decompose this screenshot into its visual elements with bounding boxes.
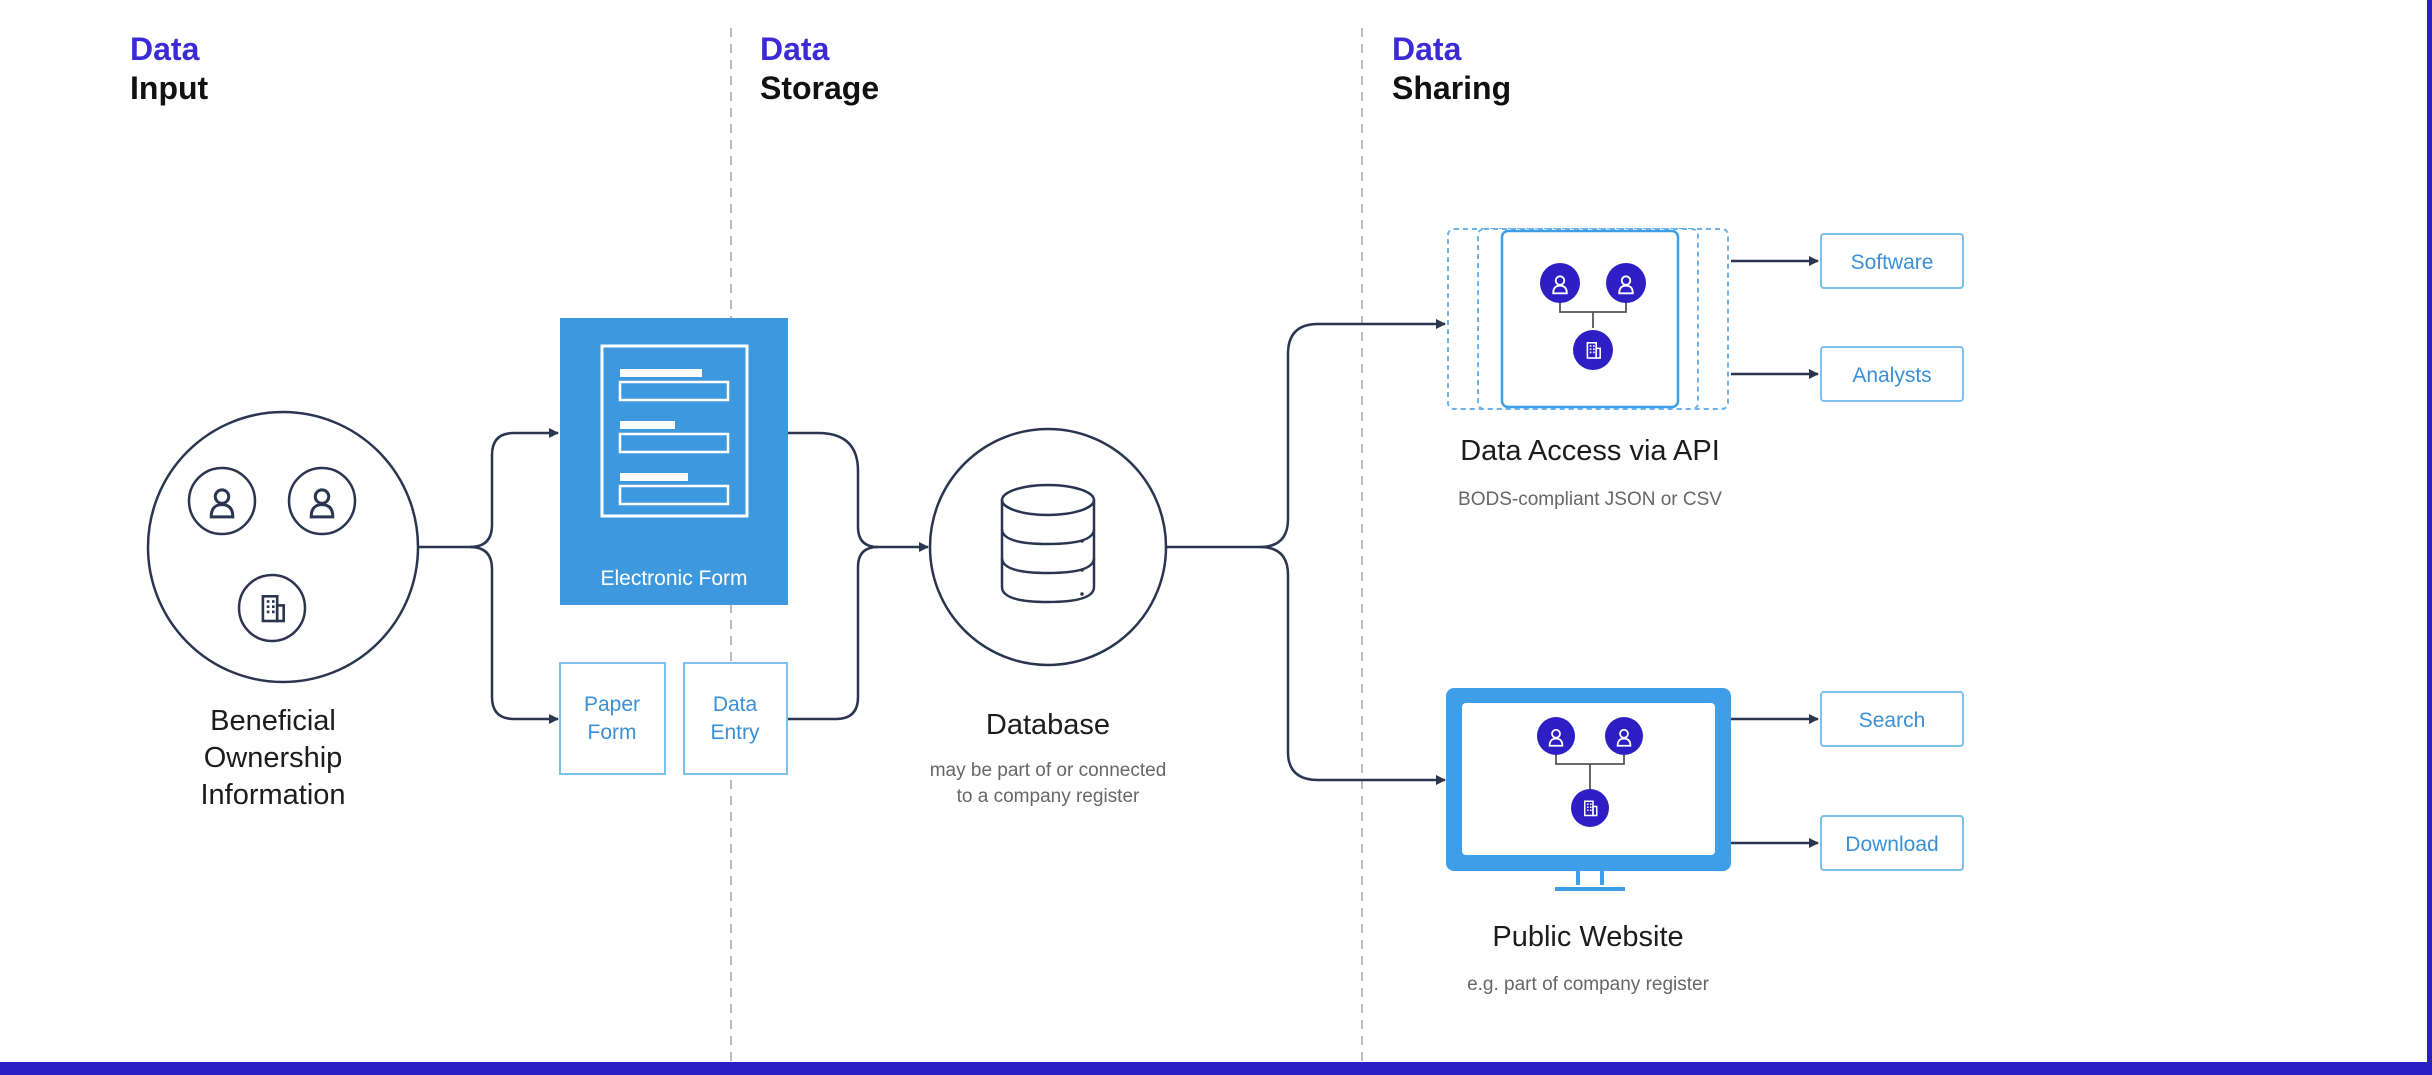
- connector-electronic-form-to-db: [778, 431, 929, 552]
- ownership-tree: [1555, 754, 1625, 790]
- output-box: [1820, 233, 1964, 289]
- building-icon: [237, 573, 307, 643]
- output-label: Software: [1851, 251, 1934, 274]
- monitor-stand: [1555, 871, 1625, 891]
- api-title: Data Access via API: [1460, 435, 1720, 467]
- connector-to-api: [1259, 319, 1446, 549]
- database-title: Database: [986, 709, 1110, 741]
- output-box: [1820, 346, 1964, 402]
- output-download: Download: [1820, 815, 1964, 871]
- paper-form-node: Paper Form: [559, 662, 666, 775]
- input-circle: [146, 410, 420, 684]
- output-box: [1820, 815, 1964, 871]
- paper-form-label-line-2: Form: [588, 721, 637, 744]
- person-icon: [1540, 263, 1580, 303]
- ownership-tree: [1559, 302, 1627, 328]
- input-label-line-2: Ownership: [204, 742, 343, 774]
- output-search: Search: [1820, 691, 1964, 747]
- electronic-form-box: [560, 318, 788, 605]
- website-subtitle: e.g. part of company register: [1467, 974, 1710, 995]
- frame-border-right: [2427, 0, 2432, 1075]
- frame-border-bottom: [0, 1062, 2432, 1075]
- column-title-storage: Storage: [760, 70, 879, 106]
- person-icon: [287, 466, 357, 536]
- input-node: Beneficial Ownership Information: [146, 410, 420, 811]
- database-circle: [928, 427, 1168, 667]
- building-icon: [1571, 789, 1609, 827]
- column-accent-sharing: Data: [1392, 31, 1462, 67]
- column-title-input: Input: [130, 70, 209, 106]
- building-icon: [1573, 330, 1613, 370]
- website-node: Public Website e.g. part of company regi…: [1446, 688, 1731, 995]
- output-label: Analysts: [1852, 364, 1931, 387]
- monitor-screen: [1462, 703, 1715, 855]
- person-icon: [1537, 717, 1575, 755]
- connector-to-website: [1259, 545, 1446, 785]
- output-software: Software: [1820, 233, 1964, 289]
- data-entry-box: [683, 662, 788, 775]
- data-entry-label-line-2: Entry: [710, 721, 760, 744]
- output-box: [1820, 691, 1964, 747]
- connectors: [418, 256, 1819, 848]
- website-title: Public Website: [1492, 921, 1683, 953]
- person-icon: [1606, 263, 1646, 303]
- person-icon: [187, 466, 257, 536]
- output-analysts: Analysts: [1820, 346, 1964, 402]
- input-label-line-1: Beneficial: [210, 705, 336, 737]
- data-entry-node: Data Entry: [683, 662, 788, 775]
- output-label: Download: [1845, 833, 1938, 856]
- paper-form-box: [559, 662, 666, 775]
- database-node: Database may be part of or connected to …: [928, 427, 1168, 807]
- connector-data-entry-to-db: [787, 545, 879, 721]
- api-node: Data Access via API BODS-compliant JSON …: [1447, 228, 1729, 510]
- paper-form-label-line-1: Paper: [584, 693, 640, 716]
- connector-to-paper-form: [469, 545, 559, 724]
- data-entry-label-line-1: Data: [713, 693, 758, 716]
- api-card-front: [1500, 229, 1680, 409]
- database-subtitle-line-2: to a company register: [957, 786, 1140, 807]
- document-icon: [600, 344, 749, 518]
- api-subtitle: BODS-compliant JSON or CSV: [1458, 489, 1722, 510]
- connector-to-electronic-form: [469, 428, 559, 549]
- electronic-form-node: Electronic Form: [560, 318, 788, 605]
- output-label: Search: [1859, 709, 1926, 732]
- column-accent-storage: Data: [760, 31, 830, 67]
- input-label-line-3: Information: [200, 779, 345, 811]
- electronic-form-label: Electronic Form: [600, 567, 747, 590]
- database-subtitle-line-1: may be part of or connected: [930, 760, 1167, 781]
- person-icon: [1605, 717, 1643, 755]
- database-icon: [1000, 483, 1096, 604]
- column-title-sharing: Sharing: [1392, 70, 1511, 106]
- column-accent-input: Data: [130, 31, 200, 67]
